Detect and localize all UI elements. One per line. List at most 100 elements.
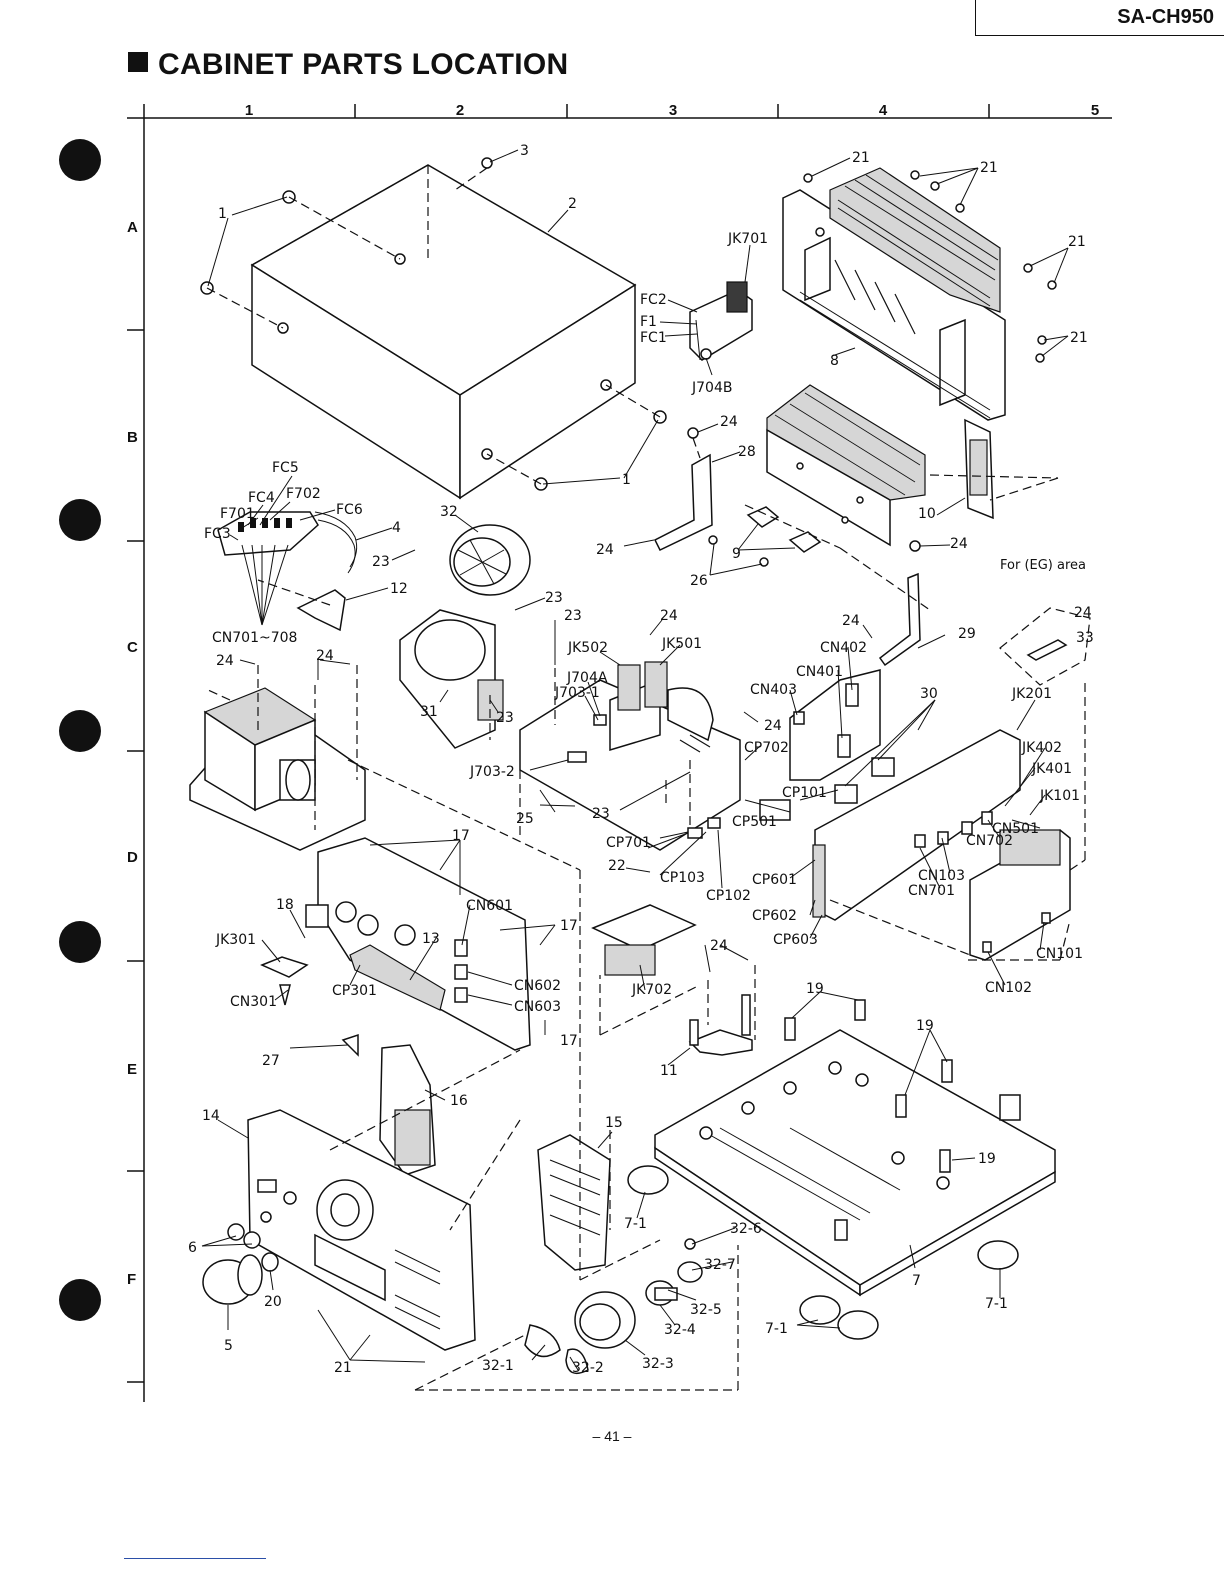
callout-22: 22 xyxy=(608,858,626,874)
jk702-board xyxy=(591,904,697,976)
label-cp701: CP701 xyxy=(606,835,651,851)
label-cn301: CN301 xyxy=(230,994,277,1010)
callout-12: 12 xyxy=(390,581,408,597)
rear-pcb xyxy=(812,729,1021,921)
grid-row-e: E xyxy=(127,1061,137,1078)
label-cp103: CP103 xyxy=(660,870,705,886)
guide-lines xyxy=(207,474,1086,1391)
cabinet-cover xyxy=(200,157,667,500)
part-16 xyxy=(379,1044,436,1176)
label-fc4: FC4 xyxy=(248,490,275,506)
pcb-4 xyxy=(217,511,358,632)
callout-7-1a: 7-1 xyxy=(624,1216,647,1232)
callout-21b: 21 xyxy=(980,160,998,176)
callout-24a: 24 xyxy=(720,414,738,430)
label-jk401: JK401 xyxy=(1031,761,1072,777)
callout-19a: 19 xyxy=(806,981,824,997)
label-cn102: CN102 xyxy=(985,980,1032,996)
main-pcb xyxy=(519,661,791,851)
grid-col-1: 1 xyxy=(245,102,253,119)
label-fc2: FC2 xyxy=(640,292,667,308)
bracket-28 xyxy=(653,427,713,551)
label-cn701: CN701 xyxy=(908,883,955,899)
rear-panel xyxy=(782,167,1057,421)
grid-col-5: 5 xyxy=(1091,102,1099,119)
label-f702: F702 xyxy=(286,486,321,502)
callout-24e: 24 xyxy=(842,613,860,629)
callout-28: 28 xyxy=(738,444,756,460)
punch-hole xyxy=(59,710,101,752)
callout-14: 14 xyxy=(202,1108,220,1124)
label-fc1: FC1 xyxy=(640,330,667,346)
bracket-11 xyxy=(688,994,753,1056)
grid-col-4: 4 xyxy=(879,102,888,119)
label-jk702: JK702 xyxy=(631,982,672,998)
callout-24f: 24 xyxy=(1074,605,1092,621)
callout-19b: 19 xyxy=(916,1018,934,1034)
page-title-text: CABINET PARTS LOCATION xyxy=(158,48,569,81)
callout-33: 33 xyxy=(1076,630,1094,646)
callout-31: 31 xyxy=(420,704,438,720)
callout-24i: 24 xyxy=(764,718,782,734)
callout-8: 8 xyxy=(830,353,839,369)
label-fc5: FC5 xyxy=(272,460,299,476)
punch-hole xyxy=(59,1279,101,1321)
callout-23c: 23 xyxy=(564,608,582,624)
label-f701: F701 xyxy=(220,506,255,522)
label-jk701: JK701 xyxy=(727,231,768,247)
label-jk502: JK502 xyxy=(567,640,608,656)
label-cp501: CP501 xyxy=(732,814,777,830)
callout-6: 6 xyxy=(188,1240,197,1256)
label-jk301: JK301 xyxy=(215,932,256,948)
callout-24b: 24 xyxy=(596,542,614,558)
label-cn702: CN702 xyxy=(966,833,1013,849)
callout-32-1: 32-1 xyxy=(482,1358,514,1374)
callout-labels: 1 1 2 3 4 5 6 7 7-1 7-1 7-1 8 9 10 11 12… xyxy=(188,143,1094,1376)
callout-1: 1 xyxy=(218,206,227,222)
label-jk402: JK402 xyxy=(1021,740,1062,756)
label-f1: F1 xyxy=(640,314,657,330)
callout-23d: 23 xyxy=(496,710,514,726)
front-panel xyxy=(247,1109,476,1351)
label-jk201: JK201 xyxy=(1011,686,1052,702)
callout-5: 5 xyxy=(224,1338,233,1354)
callout-17c: 17 xyxy=(560,1033,578,1049)
bracket-29 xyxy=(878,540,921,667)
callout-17b: 17 xyxy=(560,918,578,934)
label-cn401: CN401 xyxy=(796,664,843,680)
callout-24c: 24 xyxy=(950,536,968,552)
callout-21a: 21 xyxy=(852,150,870,166)
model-number: SA-CH950 xyxy=(1117,6,1214,28)
label-cp603: CP603 xyxy=(773,932,818,948)
footer-line xyxy=(124,1558,266,1559)
punch-hole xyxy=(59,139,101,181)
label-j703-1: J703-1 xyxy=(554,685,600,701)
label-cp702: CP702 xyxy=(744,740,789,756)
label-cn601: CN601 xyxy=(466,898,513,914)
label-cn101: CN101 xyxy=(1036,946,1083,962)
callout-18: 18 xyxy=(276,897,294,913)
label-j704b: J704B xyxy=(691,380,732,396)
callout-3: 3 xyxy=(520,143,529,159)
callout-19c: 19 xyxy=(978,1151,996,1167)
callout-10: 10 xyxy=(918,506,936,522)
grid-frame: 1 2 3 4 5 A B C D E F xyxy=(127,102,1112,1402)
callout-27: 27 xyxy=(262,1053,280,1069)
power-transformer xyxy=(189,687,366,851)
label-jk101: JK101 xyxy=(1039,788,1080,804)
model-box: SA-CH950 xyxy=(975,0,1224,36)
callout-21d: 21 xyxy=(1070,330,1088,346)
callout-24d: 24 xyxy=(660,608,678,624)
callout-32-5: 32-5 xyxy=(690,1302,722,1318)
callout-7-1b: 7-1 xyxy=(765,1321,788,1337)
callout-26: 26 xyxy=(690,573,708,589)
callout-32-2: 32-2 xyxy=(572,1360,604,1376)
punch-hole xyxy=(59,921,101,963)
label-fc3: FC3 xyxy=(204,526,231,542)
punch-hole xyxy=(59,499,101,541)
callout-4: 4 xyxy=(392,520,401,536)
callout-23b: 23 xyxy=(545,590,563,606)
volume-knob xyxy=(202,1223,279,1305)
bracket-15 xyxy=(537,1134,611,1271)
label-cp602: CP602 xyxy=(752,908,797,924)
